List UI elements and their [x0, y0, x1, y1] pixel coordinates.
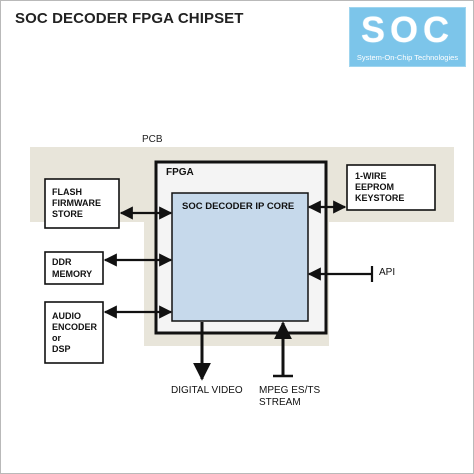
- mpeg-label-line-2: STREAM: [259, 397, 301, 408]
- page-title: SOC DECODER FPGA CHIPSET: [15, 10, 244, 27]
- eeprom-line-2: EEPROM: [355, 182, 395, 192]
- flash-line-3: STORE: [52, 209, 83, 219]
- flash-line-1: FLASH: [52, 187, 82, 197]
- audio-line-1: AUDIO: [52, 311, 81, 321]
- mpeg-label-line-1: MPEG ES/TS: [259, 385, 321, 396]
- audio-line-3: or: [52, 333, 61, 343]
- audio-line-2: ENCODER: [52, 322, 98, 332]
- ddr-block: [44, 251, 104, 285]
- fpga-label: FPGA: [166, 167, 194, 178]
- audio-line-4: DSP: [52, 344, 71, 354]
- logo-mark: SOC: [360, 9, 454, 50]
- digital-video-label: DIGITAL VIDEO: [171, 385, 243, 396]
- logo-tagline: System-On-Chip Technologies: [356, 53, 459, 62]
- api-label: API: [379, 267, 396, 278]
- soc-logo: SOC System-On-Chip Technologies: [349, 7, 466, 67]
- eeprom-line-3: KEYSTORE: [355, 193, 405, 203]
- eeprom-line-1: 1-WIRE: [355, 171, 387, 181]
- flash-line-2: FIRMWARE: [52, 198, 101, 208]
- eeprom-block: [346, 164, 436, 211]
- audio-block: [44, 301, 104, 364]
- ddr-line-1: DDR: [52, 257, 72, 267]
- ip-core-block: [171, 192, 309, 322]
- ip-core-label: SOC DECODER IP CORE: [182, 201, 295, 212]
- flash-block: [44, 178, 120, 229]
- ddr-line-2: MEMORY: [52, 269, 93, 279]
- pcb-label: PCB: [142, 134, 163, 145]
